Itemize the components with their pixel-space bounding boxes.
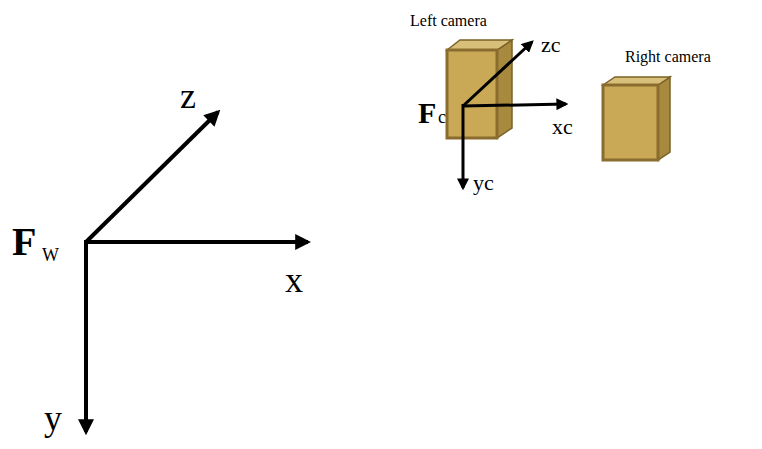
- camera-front: [603, 85, 658, 160]
- label-holder: F: [418, 98, 436, 128]
- camera-side: [497, 40, 512, 138]
- label-holder: x: [285, 262, 303, 298]
- frame-subscript: c: [438, 108, 446, 126]
- axis-label: x: [285, 262, 303, 298]
- label-holder: c: [438, 108, 446, 127]
- world-x-axis: [86, 240, 308, 244]
- label-holder: yc: [473, 172, 494, 194]
- label-holder: y: [44, 400, 62, 436]
- label-holder: F: [12, 222, 36, 262]
- axis-label: y: [44, 400, 62, 436]
- camera-y-axis: [462, 104, 465, 188]
- frame-subscript: W: [42, 246, 59, 264]
- label-holder: zc: [541, 34, 561, 56]
- world-z-axis: [86, 112, 218, 242]
- camera-z-axis: [463, 42, 532, 106]
- camera-label: Left camera: [410, 12, 487, 30]
- label-holder: W: [42, 246, 59, 265]
- world-y-axis: [84, 240, 88, 432]
- label-holder: xc: [552, 116, 573, 138]
- camera-front: [447, 50, 497, 138]
- camera-box: Right camera: [600, 40, 755, 170]
- camera-x-axis: [463, 104, 566, 106]
- axis-label: zc: [541, 34, 561, 56]
- axis-label: yc: [473, 172, 494, 194]
- camera-axes: [463, 42, 566, 188]
- frame-name: F: [12, 222, 36, 262]
- camera-label: Right camera: [625, 48, 711, 66]
- axis-label: xc: [552, 116, 573, 138]
- frame-name: F: [418, 98, 436, 128]
- axis-label: z: [180, 78, 196, 114]
- label-holder: z: [180, 78, 196, 114]
- camera-side: [658, 77, 670, 160]
- world-axes: [86, 112, 308, 432]
